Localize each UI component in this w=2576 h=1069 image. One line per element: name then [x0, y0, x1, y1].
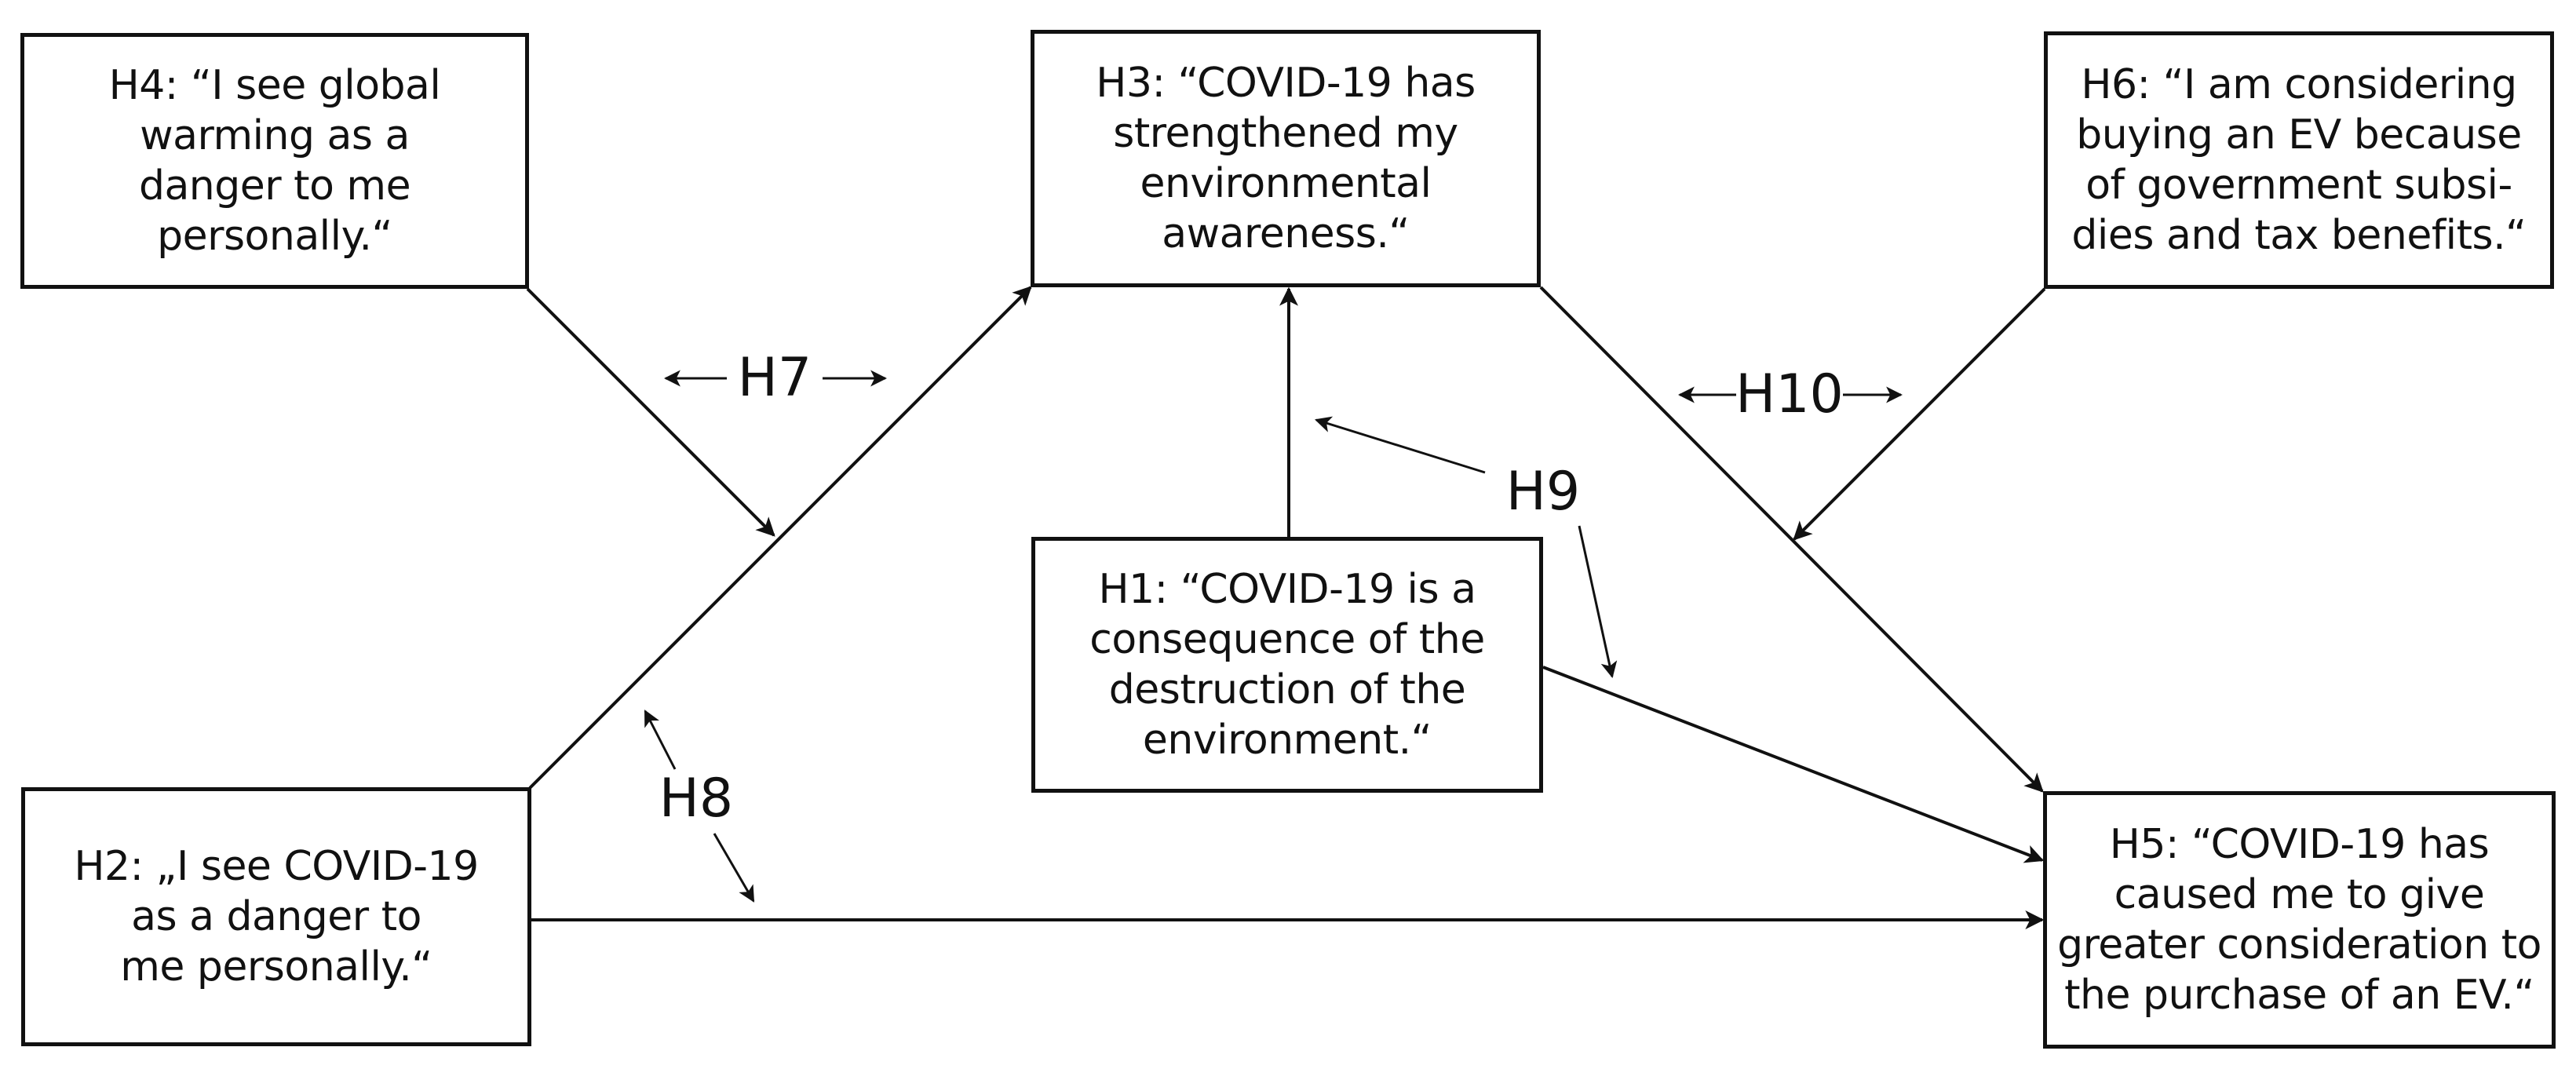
box-text-line: caused me to give	[2114, 871, 2485, 918]
box-text-line: destruction of the	[1108, 666, 1466, 713]
path-h6-to-h3-h5-link	[1793, 287, 2046, 541]
path-h1-to-h5	[1542, 666, 2045, 863]
box-text-line: danger to me	[138, 162, 411, 210]
box-text-line: me personally.“	[120, 943, 432, 991]
h8-arrow-to-h2-h5-link	[713, 833, 755, 903]
box-text-line: awareness.“	[1162, 210, 1410, 257]
h8-arrow-to-h2-h3-link	[644, 710, 677, 770]
h9-arrow-to-h1-h5-link	[1578, 525, 1618, 679]
moderator-label-h8: H8	[659, 768, 734, 830]
box-text-line: H4: “I see global	[108, 62, 441, 109]
hypothesis-box-h2: H2: „I see COVID-19 as a danger to me pe…	[21, 787, 531, 1046]
box-text-line: warming as a	[140, 112, 410, 159]
moderator-label-h7: H7	[737, 347, 812, 409]
box-text-line: H2: „I see COVID-19	[74, 843, 479, 890]
box-text-line: H3: “COVID-19 has	[1096, 60, 1476, 107]
hypothesis-box-h3: H3: “COVID-19 has strengthened my enviro…	[1031, 30, 1541, 287]
hypothesis-box-h5: H5: “COVID-19 has caused me to give grea…	[2043, 791, 2556, 1049]
hypothesis-box-h1: H1: “COVID-19 is a consequence of the de…	[1031, 537, 1543, 793]
box-text-line: greater consideration to	[2057, 921, 2541, 969]
box-text-line: dies and tax benefits.“	[2071, 212, 2527, 259]
path-h4-to-h2-h3-link	[526, 287, 775, 537]
path-h3-to-h5	[1539, 286, 2044, 793]
box-text-line: environmental	[1140, 160, 1432, 207]
box-text-line: of government subsi-	[2085, 162, 2512, 209]
box-text-line: the purchase of an EV.“	[2064, 972, 2534, 1019]
box-text-line: consequence of the	[1089, 616, 1485, 663]
box-text-line: H5: “COVID-19 has	[2109, 821, 2490, 868]
box-text-line: strengthened my	[1113, 110, 1458, 157]
box-text-line: environment.“	[1142, 717, 1432, 764]
moderator-label-h9: H9	[1505, 461, 1581, 523]
box-text-line: as a danger to	[131, 893, 421, 940]
hypothesis-box-h4: H4: “I see global warming as a danger to…	[20, 33, 529, 289]
moderator-label-h10: H10	[1735, 363, 1844, 425]
box-text-line: H1: “COVID-19 is a	[1098, 566, 1477, 613]
box-text-line: H6: “I am considering	[2081, 61, 2517, 108]
hypothesis-box-h6: H6: “I am considering buying an EV becau…	[2044, 31, 2554, 289]
path-h2-to-h3	[528, 286, 1032, 790]
h9-arrow-to-h1-h3-link	[1314, 416, 1486, 474]
box-text-line: personally.“	[157, 213, 392, 260]
box-text-line: buying an EV because	[2076, 111, 2522, 159]
